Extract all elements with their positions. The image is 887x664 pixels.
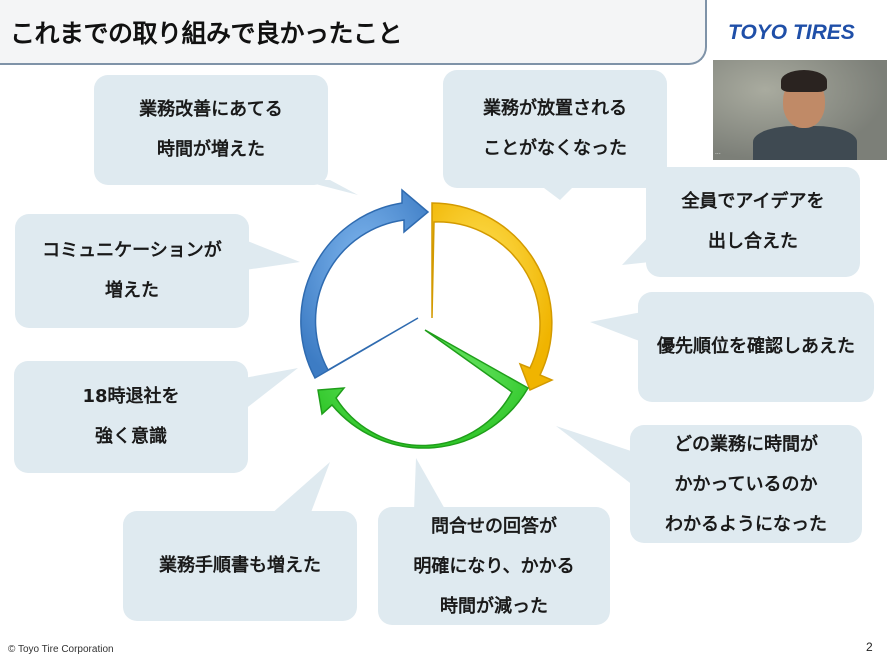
speech-bubble-1	[94, 75, 358, 195]
bubble-line: 増えた	[105, 280, 159, 301]
bubble-line: 優先順位を確認しあえた	[657, 336, 855, 357]
bubble-line: コミュニケーションが	[42, 240, 222, 261]
speech-bubble-2	[443, 70, 667, 200]
bubble-line: 強く意識	[95, 426, 167, 447]
bubble-line: 業務が放置される	[483, 98, 627, 119]
speech-bubble-7	[556, 425, 862, 543]
cycle-label-line: （月）	[349, 307, 398, 326]
bubble-line: かかっているのか	[674, 474, 818, 495]
bubble-text-5: 優先順位を確認しあえた	[638, 327, 874, 367]
cycle-label-line: タスク	[447, 249, 496, 268]
bubble-line: 業務改善にあてる	[139, 99, 283, 120]
cycle-segment-daily	[431, 202, 554, 392]
bubble-text-3: 全員でアイデアを 出し合えた	[646, 182, 860, 262]
cycle-label-line: 管理	[455, 278, 488, 297]
cycle-label-monthly: カエル 会議 （月）	[338, 244, 410, 331]
speech-bubble-4	[15, 214, 300, 328]
cycle-segment-weekly	[317, 329, 530, 449]
company-logo: TOYO TIRES	[728, 21, 855, 44]
bubble-text-9: 問合せの回答が 明確になり、かかる 時間が減った	[378, 507, 610, 627]
bubble-text-8: 業務手順書も増えた	[123, 546, 357, 586]
cycle-label-line: （日）	[447, 307, 496, 326]
cycle-label-line: カエル	[349, 249, 398, 268]
cycle-label-line: （週）	[403, 400, 452, 419]
bubble-line: 18時退社を	[82, 386, 180, 407]
page-number: 2	[866, 640, 873, 654]
cycle-label-line: 会議	[357, 278, 390, 297]
bubble-text-7: どの業務に時間が かかっているのか わかるようになった	[630, 425, 862, 545]
bubble-line: ことがなくなった	[483, 138, 627, 159]
bubble-line: 出し合えた	[708, 231, 798, 252]
webcam-person-hair	[781, 70, 827, 92]
cycle-diagram	[300, 188, 554, 449]
bubble-line: 時間が増えた	[157, 139, 265, 160]
webcam-person-body	[753, 126, 857, 160]
bubble-text-2: 業務が放置される ことがなくなった	[443, 89, 667, 169]
bubble-line: どの業務に時間が	[674, 434, 818, 455]
slide-title: これまでの取り組みで良かったこと	[10, 19, 403, 48]
webcam-video-tile[interactable]: ...	[713, 60, 887, 160]
bubble-line: 時間が減った	[440, 596, 548, 617]
cycle-label-weekly: カエル会議 （週）	[372, 366, 484, 424]
bubble-line: 業務手順書も増えた	[159, 555, 321, 576]
speech-bubble-3	[622, 167, 860, 277]
bubble-text-6: 18時退社を 強く意識	[14, 377, 248, 457]
cycle-segment-monthly	[300, 188, 430, 380]
speech-bubble-5	[590, 292, 874, 402]
bubble-line: わかるようになった	[665, 514, 827, 535]
bubble-line: 明確になり、かかる	[413, 556, 575, 577]
title-bar: これまでの取り組みで良かったこと	[0, 0, 707, 65]
bubble-line: 全員でアイデアを	[681, 191, 825, 212]
bubble-text-1: 業務改善にあてる 時間が増えた	[94, 90, 328, 170]
copyright-text: © Toyo Tire Corporation	[8, 644, 114, 655]
cycle-label-daily: タスク 管理 （日）	[436, 244, 508, 331]
bubble-text-4: コミュニケーションが 増えた	[15, 231, 249, 311]
cycle-label-line: カエル会議	[387, 371, 468, 390]
speech-bubble-6	[14, 361, 298, 473]
webcam-caption: ...	[715, 149, 721, 156]
bubble-line: 問合せの回答が	[431, 516, 557, 537]
speech-bubble-8	[123, 462, 357, 621]
speech-bubble-9	[378, 458, 610, 625]
